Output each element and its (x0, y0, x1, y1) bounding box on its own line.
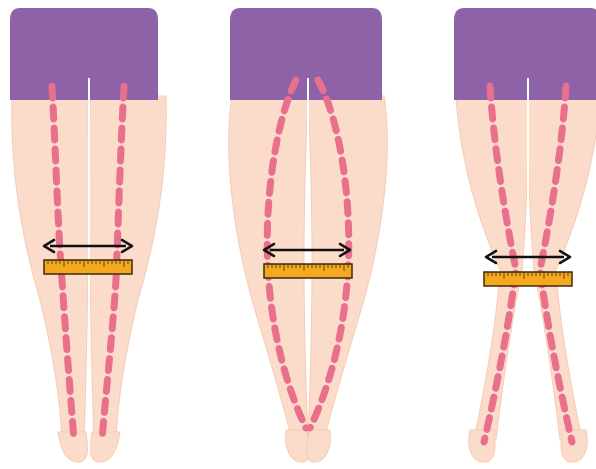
foot-left (286, 430, 310, 462)
figure-knock-knees (454, 8, 596, 462)
foot-right (561, 430, 587, 462)
ruler-icon (264, 264, 352, 278)
shorts (454, 8, 596, 100)
foot-right (90, 432, 120, 462)
shorts (10, 8, 158, 100)
ruler-icon (484, 272, 572, 286)
foot-right (307, 430, 331, 462)
shorts (230, 8, 382, 100)
ruler-icon (44, 260, 132, 274)
figure-bow-legs (229, 8, 388, 462)
figure-normal-legs (10, 8, 166, 462)
leg-left (456, 96, 528, 440)
foot-left (469, 430, 495, 462)
